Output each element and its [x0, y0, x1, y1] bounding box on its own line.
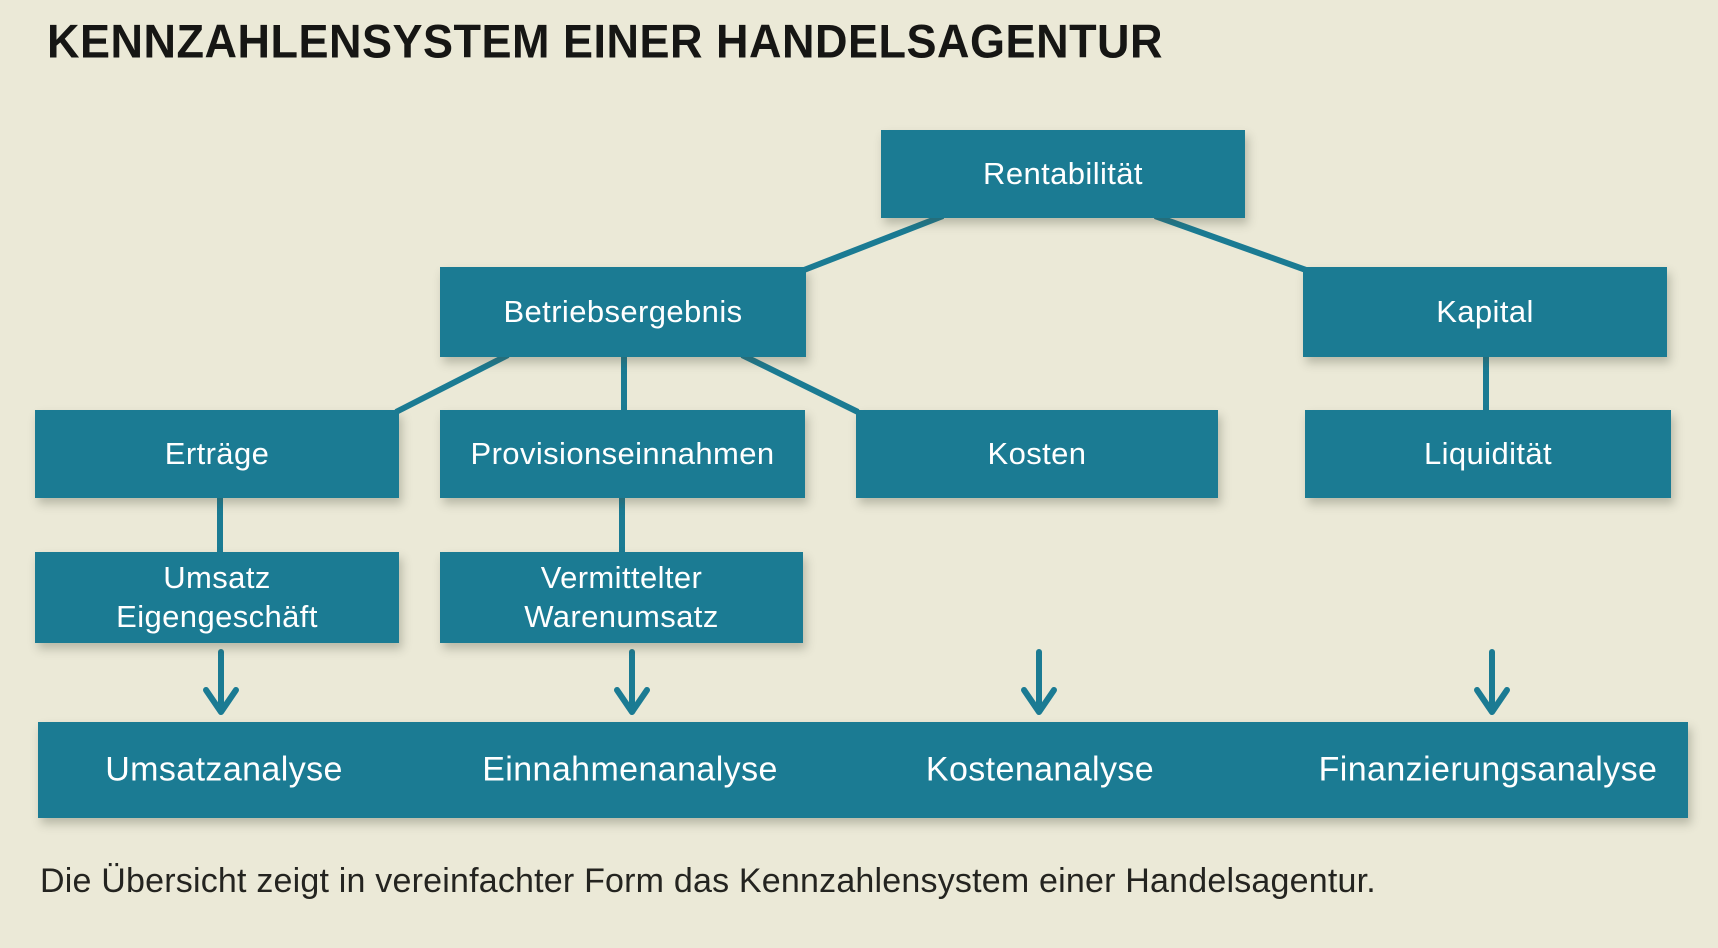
node-vermittelter-warenumsatz-label: Vermittelter Warenumsatz [524, 559, 718, 637]
arrow-kostenanalyse [1021, 649, 1057, 715]
node-ertraege: Erträge [35, 410, 399, 498]
node-rentabilitaet: Rentabilität [881, 130, 1245, 218]
node-umsatz-line1: Umsatz [163, 559, 271, 595]
node-liquiditaet-label: Liquidität [1423, 435, 1553, 471]
bar-label-umsatzanalyse: Umsatzanalyse [105, 750, 343, 789]
caption-text: Die Übersicht zeigt in vereinfachter For… [40, 862, 1376, 900]
node-rentabilitaet-label: Rentabilität [983, 155, 1143, 191]
node-umsatz-line2: Eigengeschäft [116, 598, 318, 634]
page-title: KENNZAHLENSYSTEM EINER HANDELSAGENTUR [47, 14, 1164, 69]
node-vermittelter-line2: Warenumsatz [524, 598, 719, 634]
node-betriebsergebnis: Betriebsergebnis [440, 267, 806, 357]
node-liquiditaet: Liquidität [1305, 410, 1671, 498]
arrow-finanzierungsanalyse [1474, 649, 1510, 715]
node-vermittelter-line1: Vermittelter [540, 559, 703, 595]
node-betriebsergebnis-label: Betriebsergebnis [503, 293, 743, 329]
arrow-umsatzanalyse [203, 649, 239, 715]
edge-betriebsergebnis-kosten [740, 352, 860, 415]
node-kosten-label: Kosten [987, 435, 1087, 471]
node-vermittelter-warenumsatz: Vermittelter Warenumsatz [440, 552, 803, 643]
bar-label-finanzierungsanalyse: Finanzierungsanalyse [1318, 750, 1658, 789]
bar-label-kostenanalyse: Kostenanalyse [925, 750, 1155, 789]
node-kapital-label: Kapital [1436, 293, 1534, 329]
bar-label-einnahmenanalyse: Einnahmenanalyse [482, 750, 778, 789]
node-kapital: Kapital [1303, 267, 1667, 357]
edge-betriebsergebnis-ertraege [394, 352, 510, 415]
node-kosten: Kosten [856, 410, 1218, 498]
node-provisionseinnahmen-label: Provisionseinnahmen [470, 435, 775, 471]
node-umsatz-eigengeschaeft-label: Umsatz Eigengeschäft [116, 559, 318, 637]
edge-rentabilitaet-betriebsergebnis [802, 213, 945, 273]
node-umsatz-eigengeschaeft: Umsatz Eigengeschäft [35, 552, 399, 643]
node-provisionseinnahmen: Provisionseinnahmen [440, 410, 805, 498]
analysis-bar: Umsatzanalyse Einnahmenanalyse Kostenana… [38, 722, 1688, 818]
edge-rentabilitaet-kapital [1153, 213, 1308, 273]
arrow-einnahmenanalyse [614, 649, 650, 715]
node-ertraege-label: Erträge [164, 435, 270, 471]
